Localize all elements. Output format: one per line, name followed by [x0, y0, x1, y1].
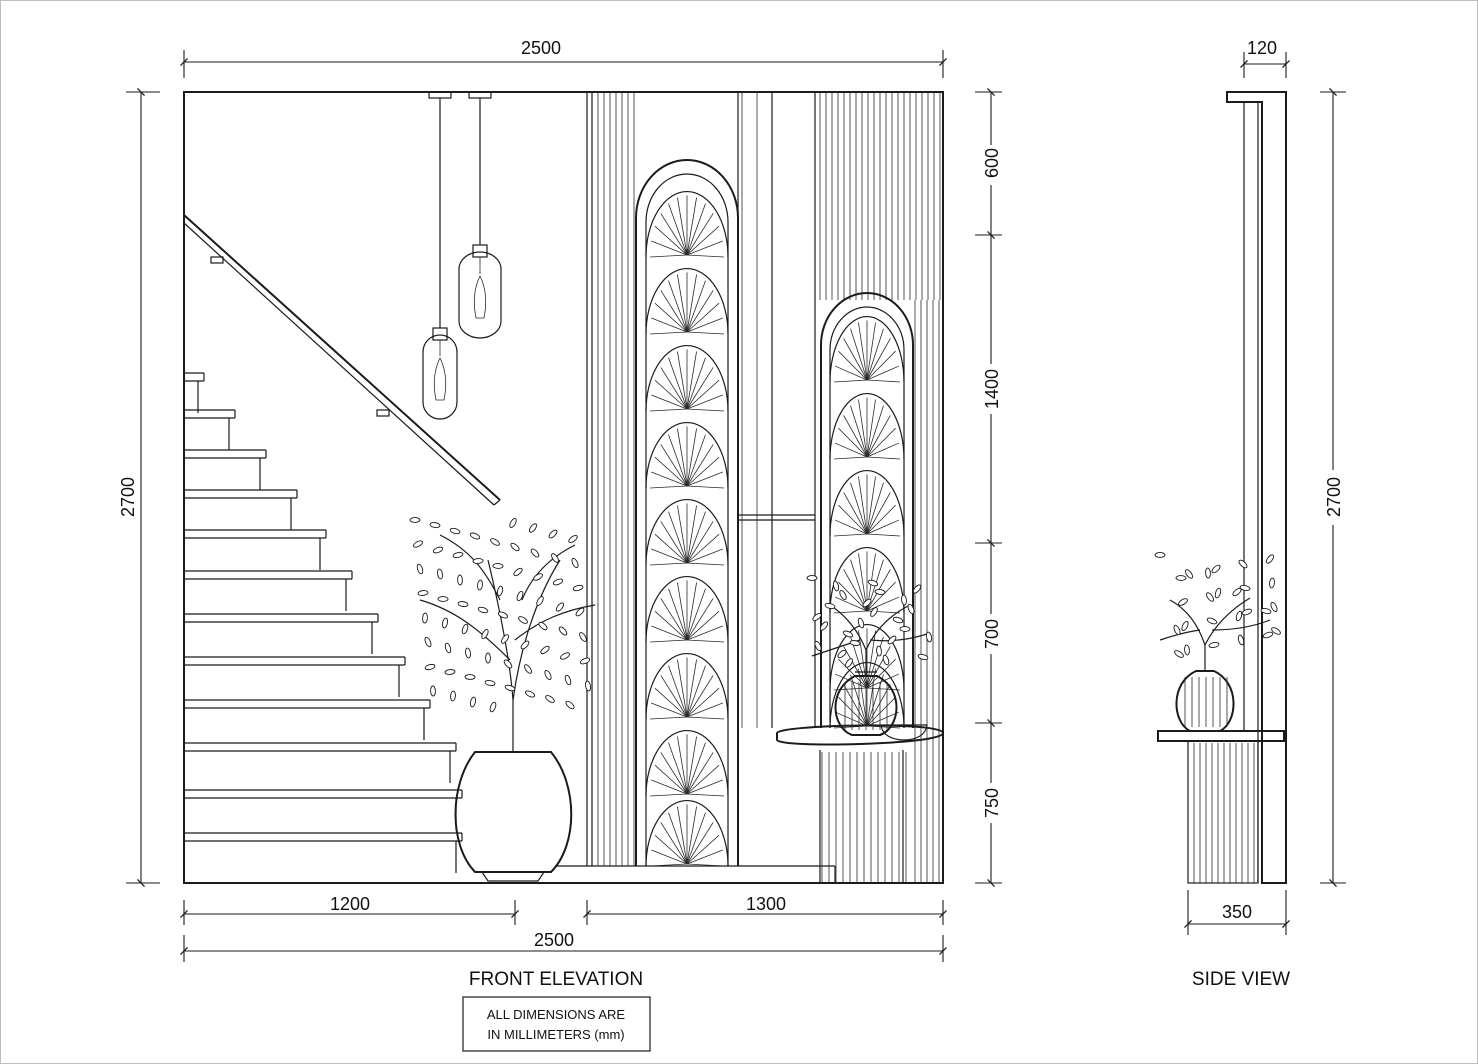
- dim-left-segment-label: 1200: [330, 894, 370, 914]
- dim-height-left: 2700: [118, 88, 160, 887]
- dim-vertical-segments: 600 1400 700 750: [975, 88, 1002, 887]
- side-view-drawing: [1154, 91, 1287, 884]
- side-table-flutes: [1193, 743, 1255, 883]
- side-table-front: [776, 724, 945, 883]
- front-elevation-outline: [183, 91, 944, 884]
- dim-height-left-label: 2700: [118, 477, 138, 517]
- note-line-2: IN MILLIMETERS (mm): [487, 1027, 624, 1042]
- dim-segment-3-label: 700: [982, 619, 1002, 649]
- dim-width-bottom-label: 2500: [534, 930, 574, 950]
- dim-segment-1-label: 600: [982, 148, 1002, 178]
- fluted-wall-panels: [597, 92, 941, 883]
- vase-front: [806, 575, 932, 741]
- dim-side-height: 2700: [1320, 88, 1346, 887]
- dim-side-bottom: 350: [1184, 890, 1290, 935]
- note-line-1: ALL DIMENSIONS ARE: [487, 1007, 626, 1022]
- dimensions-note-box: ALL DIMENSIONS ARE IN MILLIMETERS (mm): [462, 996, 651, 1052]
- tall-arch-panel: [635, 159, 739, 867]
- dim-bottom-segments: 1200 1300: [180, 894, 947, 925]
- dim-width-top: 2500: [180, 38, 947, 78]
- dim-width-top-label: 2500: [521, 38, 561, 58]
- pendant-light-left: [422, 91, 458, 420]
- dim-side-bottom-label: 350: [1222, 902, 1252, 922]
- dim-width-bottom: 2500: [180, 930, 947, 962]
- short-arch-panel: [820, 292, 914, 729]
- dim-right-segment-label: 1300: [746, 894, 786, 914]
- front-elevation-title: FRONT ELEVATION: [469, 969, 643, 990]
- side-view-title: SIDE VIEW: [1192, 969, 1290, 990]
- pendant-light-right: [458, 91, 502, 339]
- dim-segment-2-label: 1400: [982, 369, 1002, 409]
- dim-side-height-label: 2700: [1324, 477, 1344, 517]
- staircase: [184, 372, 463, 873]
- dim-side-top: 120: [1240, 38, 1290, 78]
- dim-side-top-label: 120: [1247, 38, 1277, 58]
- middle-plain-panel: [737, 92, 816, 866]
- dim-segment-4-label: 750: [982, 788, 1002, 818]
- floor-plant: [409, 517, 596, 882]
- handrail: [183, 214, 501, 506]
